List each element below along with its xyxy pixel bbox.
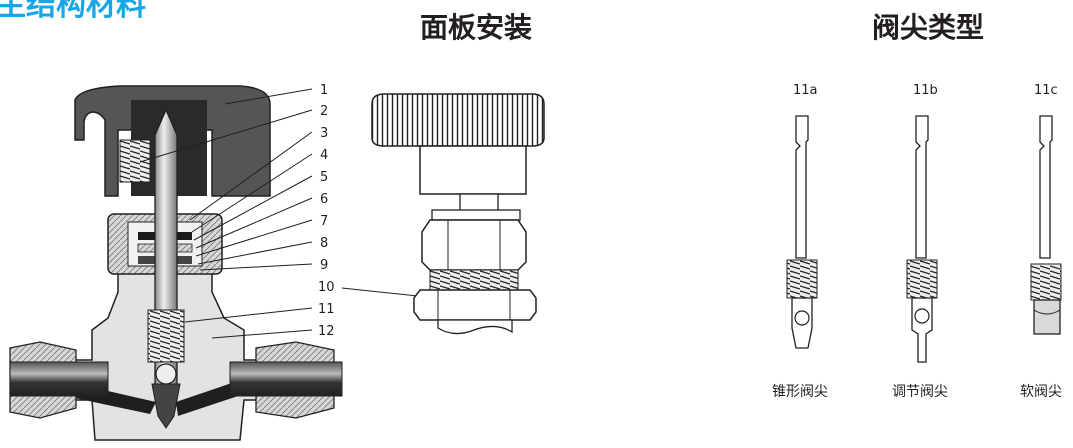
tip-11c-code: 11c bbox=[1034, 83, 1058, 98]
callout-12: 12 bbox=[318, 324, 335, 339]
callout-10: 10 bbox=[318, 280, 335, 295]
tip-11a-caption: 锥形阀尖 bbox=[772, 384, 828, 400]
callout-numbers: 1 2 3 4 5 6 7 8 9 10 11 12 bbox=[318, 83, 335, 339]
valve-cross-section: 1 2 3 4 5 6 7 8 9 10 11 12 bbox=[9, 83, 419, 441]
tip-type-11a: 11a 锥形阀尖 bbox=[772, 83, 828, 400]
callout-leaders bbox=[139, 88, 419, 339]
tip-11a-code: 11a bbox=[793, 83, 818, 98]
callout-5: 5 bbox=[320, 170, 328, 185]
panel-nut bbox=[413, 289, 537, 321]
callout-11: 11 bbox=[318, 302, 335, 317]
callout-7: 7 bbox=[320, 214, 328, 229]
callout-6: 6 bbox=[320, 192, 328, 207]
tip-11b-caption: 调节阀尖 bbox=[892, 384, 948, 400]
callout-1: 1 bbox=[320, 83, 328, 98]
page-title: 主结构材料 bbox=[0, 0, 146, 23]
panel-mount-illustration bbox=[371, 93, 545, 335]
tip-type-11b: 11b 调节阀尖 bbox=[892, 83, 948, 400]
tip-type-11c: 11c 软阀尖 bbox=[1020, 83, 1062, 400]
callout-4: 4 bbox=[320, 148, 328, 163]
callout-3: 3 bbox=[320, 126, 328, 141]
handle bbox=[74, 85, 271, 197]
callout-9: 9 bbox=[320, 258, 328, 273]
callout-8: 8 bbox=[320, 236, 328, 251]
hex-nut bbox=[421, 219, 527, 271]
knurled-knob bbox=[371, 93, 545, 147]
tip-11c-caption: 软阀尖 bbox=[1020, 384, 1062, 400]
tip-11b-code: 11b bbox=[913, 83, 938, 98]
panel-mount-heading: 面板安装 bbox=[420, 11, 533, 44]
tip-types-heading: 阀尖类型 bbox=[872, 11, 985, 44]
callout-2: 2 bbox=[320, 104, 328, 119]
